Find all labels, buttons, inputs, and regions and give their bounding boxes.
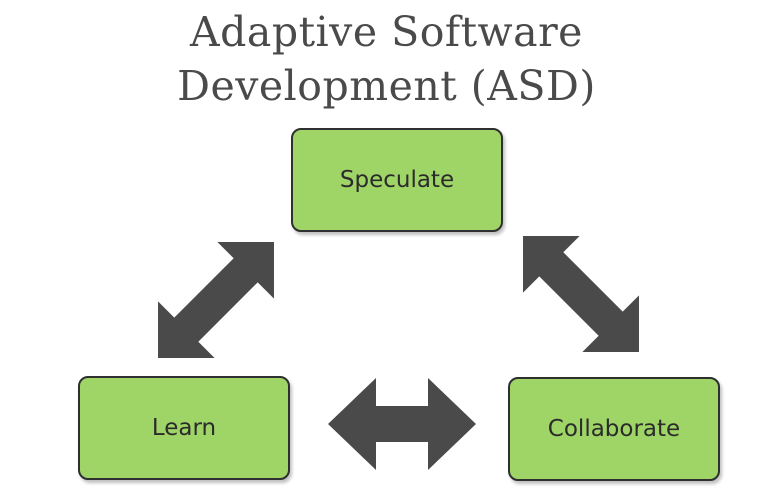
arrow-speculate-learn bbox=[158, 242, 274, 358]
arrow-speculate-collaborate bbox=[523, 236, 639, 352]
diagram-title-line2: Development (ASD) bbox=[177, 62, 596, 110]
arrow-learn-collaborate bbox=[328, 378, 476, 470]
node-speculate: Speculate bbox=[291, 128, 503, 232]
node-collaborate: Collaborate bbox=[508, 377, 720, 481]
node-learn-label: Learn bbox=[151, 415, 217, 441]
node-learn: Learn bbox=[78, 376, 290, 480]
node-speculate-label: Speculate bbox=[339, 167, 455, 193]
node-collaborate-label: Collaborate bbox=[547, 416, 681, 442]
diagram-title-line1: Adaptive Software bbox=[190, 8, 583, 56]
